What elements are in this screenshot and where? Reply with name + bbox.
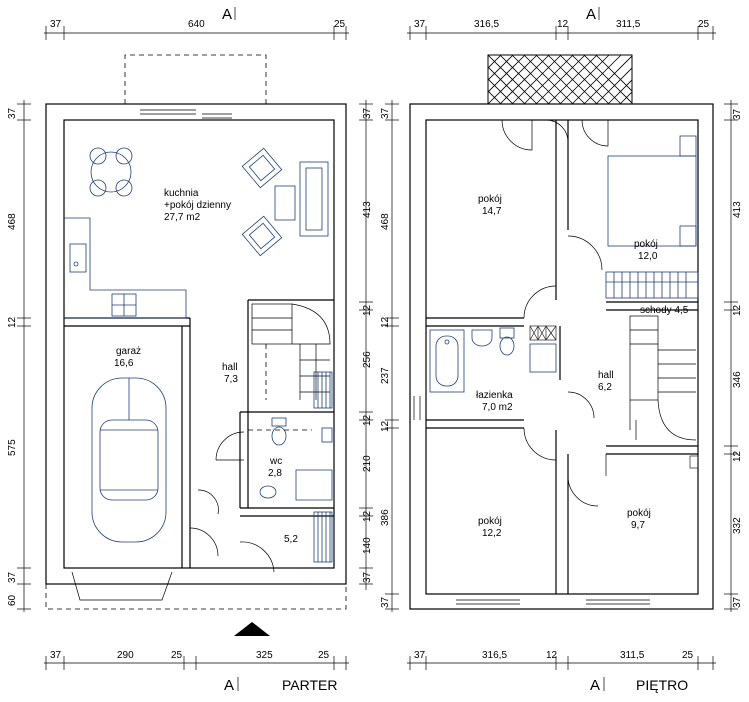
- room-label: hall: [598, 370, 614, 381]
- bathtub-icon: [429, 329, 465, 393]
- dim-label: 468: [380, 213, 391, 230]
- room-label: 5,2: [284, 534, 298, 545]
- sofa-set-icon: [241, 147, 329, 257]
- dim-label: 12: [362, 304, 373, 316]
- dim-label: 210: [362, 455, 373, 472]
- room-label: 7,3: [224, 374, 238, 385]
- dim-label: 37: [380, 596, 391, 608]
- parter-plan: kuchnia +pokój dzienny 27,7 m2 garaż 16,…: [45, 54, 347, 610]
- dim-label: 12: [732, 304, 743, 316]
- section-marker-bottom-left: A: [224, 677, 239, 694]
- dim-label: 316,5: [474, 19, 499, 30]
- parter-dimensions: 37 640 25 37 290 25 325 25 37 468 12 575…: [7, 19, 373, 670]
- dim-label: 37: [380, 107, 391, 119]
- room-label: pokój: [627, 508, 651, 519]
- section-letter: A: [590, 677, 600, 694]
- dim-label: 12: [362, 414, 373, 426]
- room-label: hall: [222, 362, 238, 373]
- dim-label: 12: [7, 316, 18, 328]
- dim-label: 256: [362, 351, 373, 368]
- dim-label: 37: [414, 650, 426, 661]
- dim-label: 640: [188, 19, 205, 30]
- room-label: schody 4,5: [640, 305, 689, 316]
- room-label: 27,7 m2: [164, 212, 201, 223]
- dim-label: 575: [7, 439, 18, 456]
- dim-label: 413: [732, 201, 743, 218]
- dim-label: 25: [318, 650, 330, 661]
- section-letter: A: [224, 677, 234, 694]
- dim-label: 25: [682, 650, 694, 661]
- floor-title-parter: PARTER: [282, 677, 338, 693]
- dim-label: 37: [7, 107, 18, 119]
- sink-toilet-icon: [471, 327, 557, 373]
- pietro-dimensions: 37 316,5 12 311,5 25 37 316,5 12 311,5 2…: [380, 19, 743, 670]
- dim-label: 12: [557, 19, 569, 30]
- room-label: pokój: [478, 516, 502, 527]
- dining-table-icon: [89, 147, 133, 197]
- section-marker-bottom-right: A: [590, 677, 605, 694]
- dim-label: 311,5: [620, 650, 645, 661]
- dim-label: 25: [334, 19, 346, 30]
- dim-label: 37: [362, 571, 373, 583]
- room-label: 9,7: [631, 520, 645, 531]
- dim-label: 468: [7, 213, 18, 230]
- dim-label: 37: [732, 596, 743, 608]
- bed-icon: [607, 135, 697, 247]
- dim-label: 60: [7, 594, 18, 606]
- dim-label: 37: [732, 108, 743, 120]
- dim-label: 413: [362, 201, 373, 218]
- dim-label: 12: [546, 650, 558, 661]
- section-letter: A: [586, 6, 596, 23]
- room-label: 6,2: [598, 382, 612, 393]
- dim-label: 12: [380, 316, 391, 328]
- dim-label: 237: [380, 367, 391, 384]
- room-label: pokój: [634, 239, 658, 250]
- room-label: kuchnia: [164, 188, 199, 199]
- dim-label: 25: [171, 650, 183, 661]
- room-label: 2,8: [268, 468, 282, 479]
- balcony-hatch: [487, 54, 633, 105]
- dim-label: 12: [732, 450, 743, 462]
- room-label: +pokój dzienny: [164, 200, 231, 211]
- dim-label: 346: [732, 371, 743, 388]
- dim-label: 316,5: [482, 650, 507, 661]
- car-icon: [91, 377, 167, 543]
- section-letter: A: [222, 6, 232, 23]
- dim-label: 12: [362, 510, 373, 522]
- room-label: 12,2: [482, 528, 502, 539]
- room-label: wc: [269, 456, 282, 467]
- dim-label: 37: [414, 19, 426, 30]
- dim-label: 386: [380, 509, 391, 526]
- section-marker-top-right: A: [586, 6, 600, 23]
- room-label: 12,0: [638, 251, 658, 262]
- section-marker-top-left: A: [222, 6, 236, 23]
- room-label: 16,6: [114, 358, 134, 369]
- dim-label: 325: [256, 650, 273, 661]
- dim-label: 37: [7, 571, 18, 583]
- room-label: łazienka: [476, 390, 513, 401]
- dim-label: 37: [50, 650, 62, 661]
- dim-label: 37: [50, 19, 62, 30]
- room-label: pokój: [478, 194, 502, 205]
- dim-label: 290: [117, 650, 134, 661]
- dim-label: 12: [380, 420, 391, 432]
- pietro-plan: pokój 14,7 pokój 12,0 schody 4,5 łazienk…: [409, 54, 714, 610]
- dim-label: 311,5: [616, 19, 641, 30]
- vent-grid-icon: [529, 325, 699, 469]
- room-label: 7,0 m2: [482, 402, 513, 413]
- room-label: garaż: [116, 346, 141, 357]
- dim-label: 37: [362, 107, 373, 119]
- dim-label: 140: [362, 537, 373, 554]
- room-label: 14,7: [482, 206, 502, 217]
- dim-label: 332: [732, 517, 743, 534]
- toilet-icon: [259, 417, 333, 501]
- entrance-arrow-icon: [234, 622, 270, 636]
- floor-title-pietro: PIĘTRO: [636, 677, 688, 693]
- dim-label: 25: [698, 19, 710, 30]
